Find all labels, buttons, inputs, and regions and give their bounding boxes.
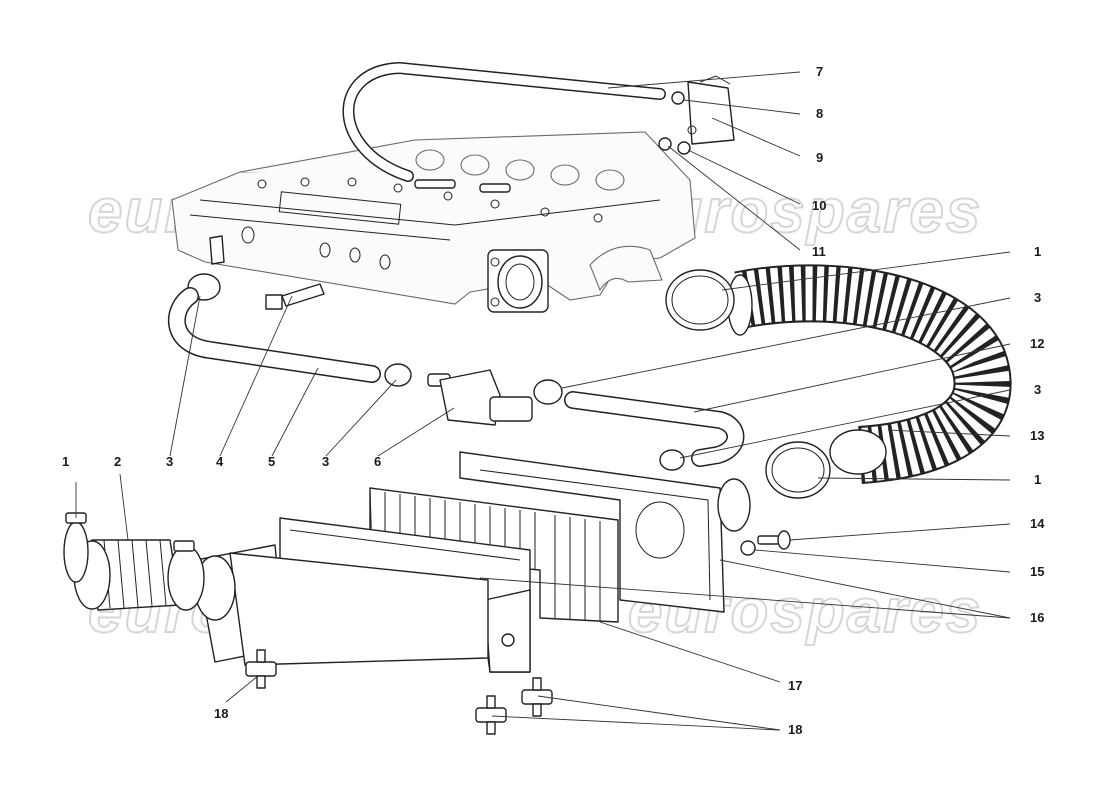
inlet-clamp-right-screw bbox=[173, 540, 195, 552]
air-box-housing bbox=[459, 451, 751, 613]
duct-clamp-lower bbox=[765, 441, 831, 499]
corrugated-intake-duct bbox=[727, 264, 1012, 484]
inlet-clamp-left bbox=[63, 521, 89, 583]
callout-3-mid: 3 bbox=[322, 454, 329, 469]
rubber-mount-left bbox=[245, 649, 277, 689]
idle-hose-inner bbox=[565, 392, 743, 466]
callout-12: 12 bbox=[1030, 336, 1044, 351]
callout-13: 13 bbox=[1030, 428, 1044, 443]
inlet-duct bbox=[194, 544, 489, 666]
manifold-bolts bbox=[257, 177, 603, 223]
hose-clamp-12 bbox=[533, 379, 563, 405]
idle-valve bbox=[427, 369, 533, 426]
callout-1-right: 1 bbox=[1034, 472, 1041, 487]
duct-clamp-upper bbox=[665, 269, 735, 331]
callout-1-upper: 1 bbox=[1034, 244, 1041, 259]
breather-valve bbox=[671, 75, 735, 145]
callout-2: 2 bbox=[114, 454, 121, 469]
inlet-clamp-right bbox=[167, 545, 205, 611]
bolt-washer bbox=[740, 540, 756, 556]
callout-15: 15 bbox=[1030, 564, 1044, 579]
callout-11: 11 bbox=[812, 244, 826, 259]
manifold-runners bbox=[415, 149, 663, 292]
intake-manifold bbox=[171, 131, 696, 313]
temperature-sensor bbox=[265, 283, 325, 310]
nut bbox=[658, 137, 672, 151]
throttle-body bbox=[487, 249, 549, 313]
callout-18-left: 18 bbox=[214, 706, 228, 721]
inlet-rubber-boot bbox=[73, 539, 181, 611]
duct-clamp-lower-inner bbox=[771, 447, 825, 493]
callout-3-upper: 3 bbox=[1034, 290, 1041, 305]
hose-clamp-lower bbox=[659, 449, 685, 471]
hose-clamp-mid bbox=[384, 363, 412, 387]
callout-14: 14 bbox=[1030, 516, 1045, 531]
callout-16: 16 bbox=[1030, 610, 1044, 625]
callout-17: 17 bbox=[788, 678, 802, 693]
manifold-ports bbox=[241, 226, 391, 270]
washer bbox=[677, 141, 691, 155]
callout-18-right: 18 bbox=[788, 722, 802, 737]
rubber-mount-right bbox=[521, 677, 553, 717]
filter-pleats bbox=[384, 492, 601, 621]
callout-9: 9 bbox=[816, 150, 823, 165]
callout-8: 8 bbox=[816, 106, 823, 121]
callout-labels: 7 8 9 10 11 1 3 12 3 13 1 14 15 16 17 18… bbox=[62, 64, 1045, 737]
duct-clamp-upper-inner bbox=[671, 275, 729, 325]
callout-7: 7 bbox=[816, 64, 823, 79]
callout-3-right: 3 bbox=[1034, 382, 1041, 397]
callout-10: 10 bbox=[812, 198, 826, 213]
callout-1-left: 1 bbox=[62, 454, 69, 469]
callout-4: 4 bbox=[216, 454, 224, 469]
coolant-hose-inner bbox=[169, 288, 380, 382]
callout-5: 5 bbox=[268, 454, 275, 469]
rubber-mount-center bbox=[475, 695, 507, 735]
breather-hose-inner bbox=[344, 63, 665, 181]
intake-pipe-stubs bbox=[209, 179, 511, 265]
mounting-bolt bbox=[757, 530, 791, 550]
callout-3-left: 3 bbox=[166, 454, 173, 469]
leader-lines bbox=[75, 71, 1011, 731]
callout-6: 6 bbox=[374, 454, 381, 469]
